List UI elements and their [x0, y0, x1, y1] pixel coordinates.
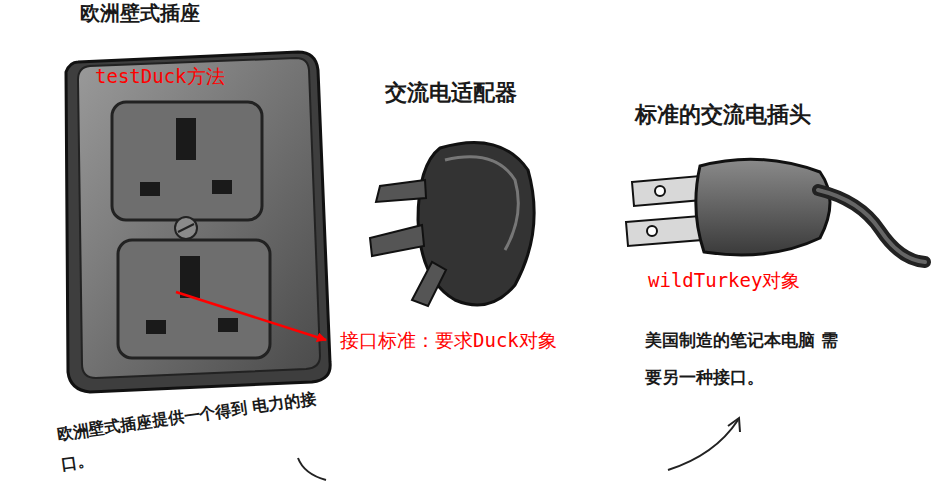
method-label: testDuck方法	[95, 64, 225, 90]
part-name: 交流电适配器	[385, 78, 517, 108]
title: 欧洲壁式插座	[80, 0, 200, 27]
note-text: 美国制造的笔记本电脑 需要另一种接口。	[645, 322, 840, 396]
part-name: 标准的交流电插头	[635, 100, 811, 130]
hand-drawn-curve	[298, 458, 326, 480]
hand-drawn-arrow	[668, 420, 738, 470]
wall-socket	[66, 52, 330, 392]
hand-drawn-arrowhead	[728, 418, 740, 432]
object-label: wildTurkey对象	[648, 268, 800, 294]
ac-adapter	[370, 142, 534, 306]
ac-plug	[626, 159, 925, 262]
note-text: 欧洲壁式插座提供一个得到 电力的接口。	[55, 382, 331, 479]
red-leader-arrow	[176, 292, 326, 340]
interface-note: 接口标准：要求Duck对象	[338, 328, 559, 354]
